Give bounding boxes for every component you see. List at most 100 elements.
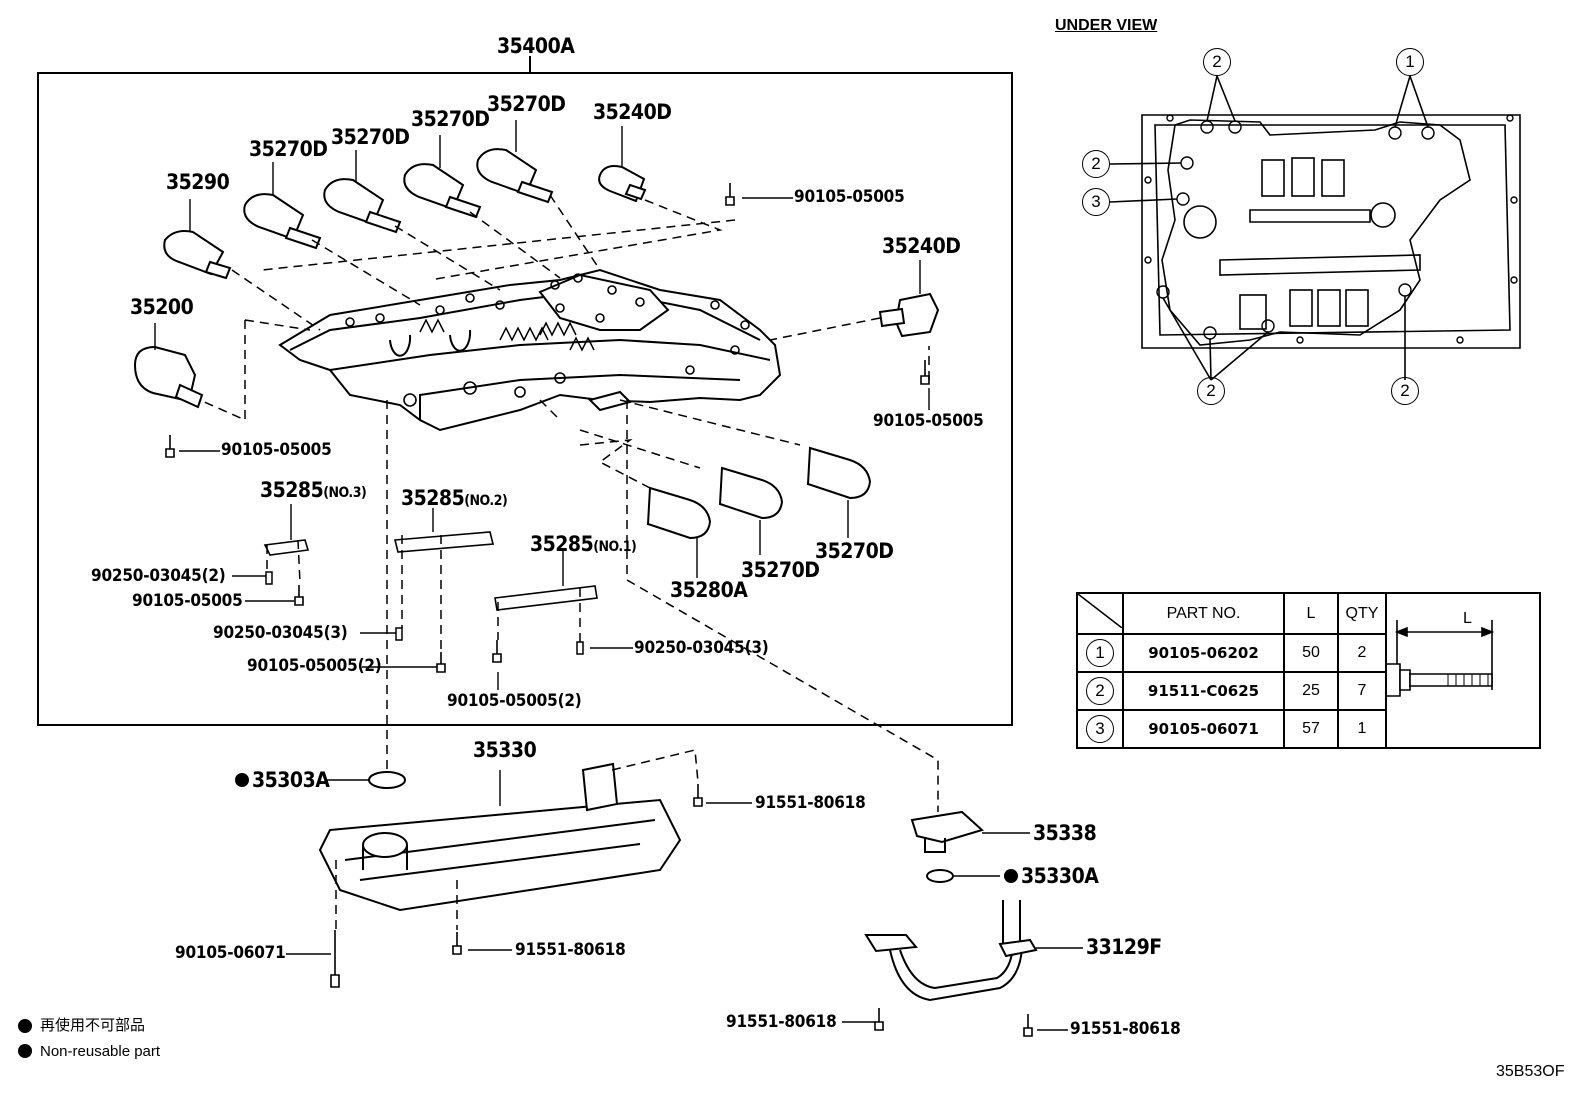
table-corner-cell [1076, 592, 1124, 635]
diagonal-line [1077, 593, 1123, 629]
o-ring-35303A [368, 771, 406, 789]
table-row: 3 90105-06071 57 1 [1076, 709, 1540, 749]
row-ref-1: 1 [1086, 639, 1114, 667]
label-33129F: 33129F [1086, 935, 1162, 959]
row-length: 50 [1283, 633, 1339, 673]
label-35338: 35338 [1033, 821, 1097, 845]
row-ref-cell: 2 [1076, 671, 1124, 711]
label-35270D-4: 35270D [487, 92, 566, 116]
label-35400A: 35400A [497, 34, 575, 58]
detent-plates-drawing [263, 531, 598, 611]
label-35270D-6: 35270D [815, 539, 894, 563]
label-35285-no1-part: 35285 [530, 532, 594, 556]
label-35303A: 35303A [252, 768, 330, 792]
solenoid-35200-drawing [133, 345, 204, 409]
label-35285-no3-part: 35285 [260, 478, 324, 502]
solenoid-35270D-2-drawing [323, 178, 402, 234]
solenoid-35290-drawing [163, 230, 232, 280]
callout-2-bottom-b: 2 [1391, 377, 1419, 405]
o-ring-35330A [926, 869, 954, 883]
bolt-detail-cell: L [1385, 592, 1541, 749]
callout-1-top: 1 [1396, 48, 1424, 76]
solenoid-35240D-right-drawing [878, 292, 940, 338]
label-35270D-3: 35270D [411, 107, 490, 131]
label-91551-80618-a: 91551-80618 [755, 793, 866, 813]
solenoid-35270D-3-drawing [403, 163, 482, 219]
label-90105-05005-a: 90105-05005 [794, 187, 905, 207]
label-35330: 35330 [473, 738, 537, 762]
under-view-drawing [1109, 75, 1521, 381]
label-90105-05005-c: 90105-05005 [221, 440, 332, 460]
table-row: 1 90105-06202 50 2 [1076, 633, 1540, 673]
pin-glyphs [265, 571, 584, 655]
table-header-row: PART NO. L QTY L [1076, 592, 1541, 749]
table-row: 2 91511-C0625 25 7 [1076, 671, 1540, 711]
row-ref-2: 2 [1086, 677, 1114, 705]
bolt-glyphs [165, 183, 1033, 1037]
callout-2-bottom-a: 2 [1197, 377, 1225, 405]
label-90105-05005-2a: 90105-05005(2) [247, 656, 382, 676]
label-91551-80618-d: 91551-80618 [1070, 1019, 1181, 1039]
footer-code: 35B53OF [1496, 1063, 1565, 1080]
label-35270D-5: 35270D [741, 558, 820, 582]
header-part-no: PART NO. [1122, 592, 1285, 635]
solenoid-35270D-4-drawing [476, 148, 554, 204]
tube-33129F-drawing [864, 900, 1038, 1002]
label-35285-no3-note: (NO.3) [323, 485, 367, 501]
solenoid-35270D-5-drawing [718, 466, 784, 520]
fitting-35338-drawing [910, 810, 984, 853]
header-qty: QTY [1337, 592, 1387, 635]
legend-bullet-en [18, 1044, 32, 1058]
label-35240D-top: 35240D [593, 100, 672, 124]
bullet-35303A [235, 773, 249, 787]
label-35270D-2: 35270D [331, 125, 410, 149]
label-35285-no1-note: (NO.1) [593, 539, 637, 555]
row-qty: 2 [1337, 633, 1387, 673]
solenoid-35270D-6-drawing [806, 446, 872, 500]
row-qty: 1 [1337, 709, 1387, 749]
solenoid-35240D-top-drawing [598, 165, 647, 203]
label-35270D-1: 35270D [249, 137, 328, 161]
oil-strainer-drawing [318, 762, 682, 912]
row-part-no: 90105-06202 [1122, 633, 1285, 673]
dashed-lines [199, 194, 939, 930]
label-90105-05005-b: 90105-05005 [873, 411, 984, 431]
leader-lines [154, 120, 1083, 1031]
valve-body-drawing [278, 268, 782, 432]
dimension-label-l: L [1463, 610, 1472, 627]
label-90250-03045-3a: 90250-03045(3) [213, 623, 348, 643]
row-part-no: 90105-06071 [1122, 709, 1285, 749]
row-part-no: 91511-C0625 [1122, 671, 1285, 711]
bolt-spec-table: PART NO. L QTY L 1 90105-06202 50 2 2 91… [1076, 592, 1541, 749]
label-35285-no2-note: (NO.2) [464, 493, 508, 509]
label-35240D-right: 35240D [882, 234, 961, 258]
label-91551-80618-b: 91551-80618 [515, 940, 626, 960]
callout-2-left: 2 [1082, 150, 1110, 178]
label-90250-03045-2: 90250-03045(2) [91, 566, 226, 586]
legend-non-reusable-en: Non-reusable part [40, 1043, 161, 1060]
header-l: L [1283, 592, 1339, 635]
solenoid-35280A-drawing [646, 486, 712, 540]
row-qty: 7 [1337, 671, 1387, 711]
callout-3-left: 3 [1082, 188, 1110, 216]
label-35200: 35200 [130, 295, 194, 319]
label-35285-no1: 35285(NO.1) [530, 532, 637, 556]
label-90105-05005-2b: 90105-05005(2) [447, 691, 582, 711]
under-view-title: UNDER VIEW [1055, 17, 1158, 34]
row-ref-cell: 1 [1076, 633, 1124, 673]
label-35280A: 35280A [670, 578, 748, 602]
solenoid-35270D-1-drawing [243, 193, 322, 250]
row-length: 25 [1283, 671, 1339, 711]
legend-non-reusable-jp: 再使用不可部品 [40, 1016, 146, 1034]
label-35285-no2: 35285(NO.2) [401, 486, 508, 510]
label-35285-no2-part: 35285 [401, 486, 465, 510]
legend-bullet-jp [18, 1019, 32, 1033]
assembly-frame [37, 72, 1013, 726]
callout-2-top: 2 [1203, 48, 1231, 76]
row-ref-cell: 3 [1076, 709, 1124, 749]
label-91551-80618-c: 91551-80618 [726, 1012, 837, 1032]
label-35285-no3: 35285(NO.3) [260, 478, 367, 502]
row-length: 57 [1283, 709, 1339, 749]
row-ref-3: 3 [1086, 715, 1114, 743]
